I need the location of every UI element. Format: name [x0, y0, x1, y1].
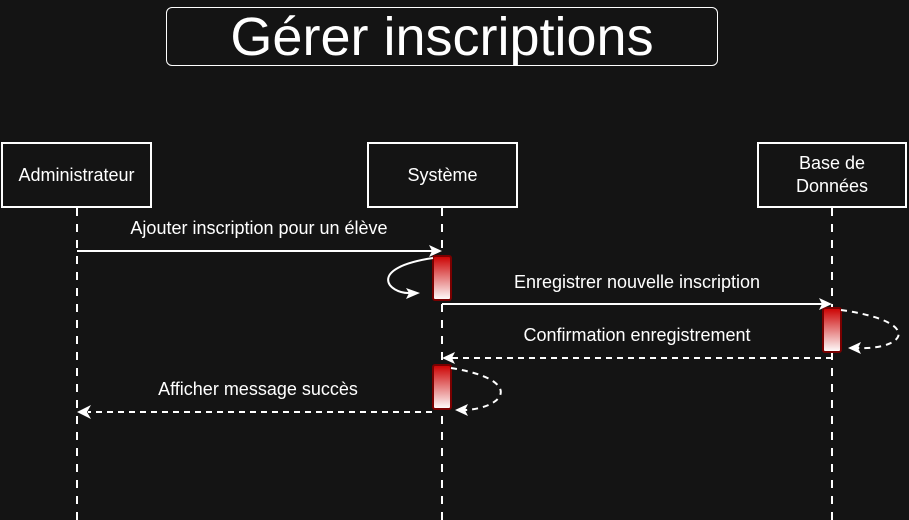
arrowhead-3 — [442, 352, 455, 364]
actor-base-de-donnees: Base de Données — [757, 142, 907, 208]
diagram-title: Gérer inscriptions — [166, 7, 718, 67]
activation-database — [822, 307, 842, 353]
arrowhead-2 — [819, 298, 832, 310]
self-call-arrow-system-2 — [450, 367, 502, 411]
message-label-4: Afficher message succès — [158, 379, 358, 399]
arrowhead-self-system — [406, 288, 420, 299]
activation-system-2 — [432, 364, 452, 410]
actor-systeme: Système — [367, 142, 518, 208]
arrowhead-self-database — [848, 342, 861, 354]
message-label-2: Enregistrer nouvelle inscription — [513, 272, 761, 292]
self-call-arrow-system — [387, 257, 434, 295]
self-call-arrow-database — [840, 309, 900, 350]
message-label-1: Ajouter inscription pour un élève — [130, 218, 388, 238]
arrowhead-self-system-2 — [455, 404, 468, 416]
arrowhead-1 — [429, 245, 442, 257]
arrowhead-4 — [77, 405, 91, 419]
message-label-3: Confirmation enregistrement — [523, 325, 751, 345]
activation-system-1 — [432, 255, 452, 301]
actor-administrateur: Administrateur — [1, 142, 152, 208]
